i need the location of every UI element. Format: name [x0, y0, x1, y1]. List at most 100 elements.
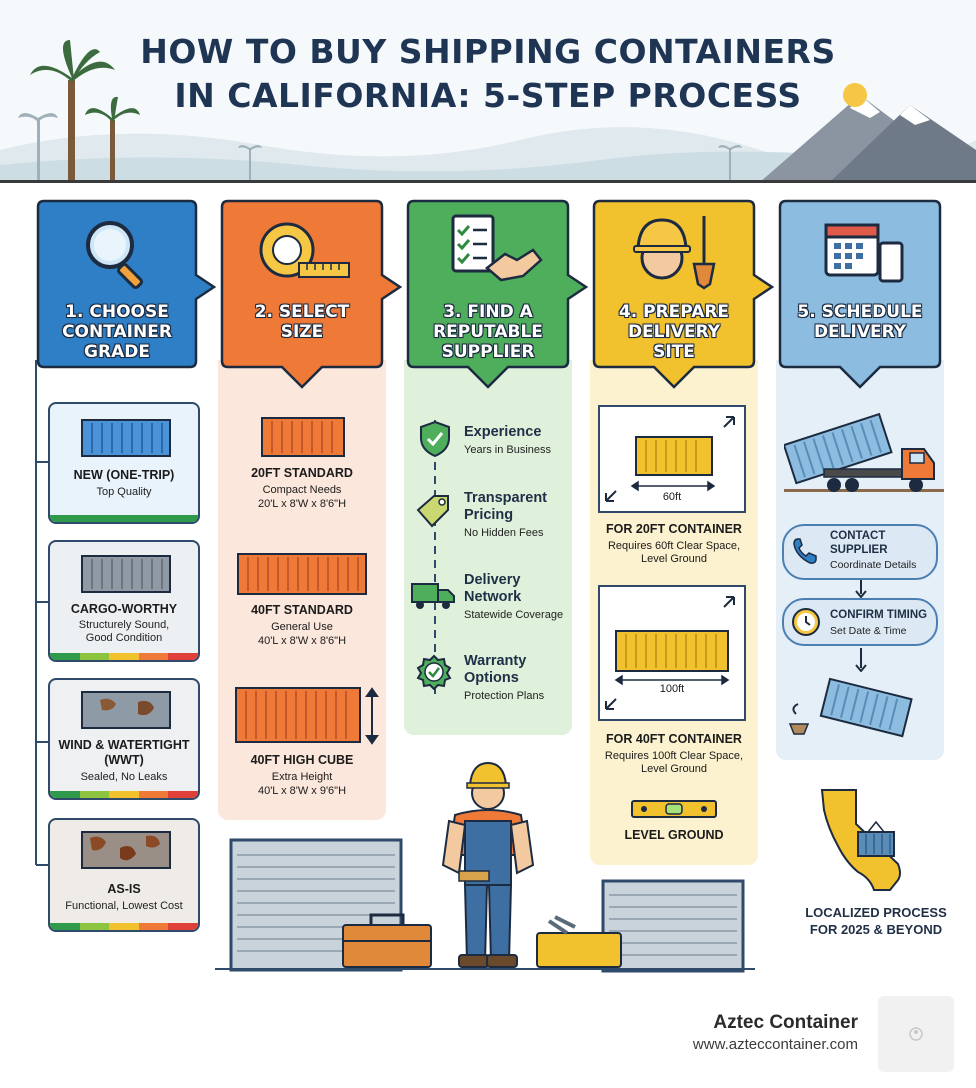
step-2-title: 2. SELECT SIZE — [222, 302, 382, 342]
background-scene — [0, 0, 976, 182]
step-4-title-line1: 4. PREPARE — [618, 302, 730, 322]
footer-brand: Aztec Container — [713, 1012, 858, 1033]
arrow-down-2 — [855, 648, 867, 672]
supplier-experience-desc: Years in Business — [464, 444, 552, 456]
site-40ft-label: FOR 40FT CONTAINER — [606, 732, 742, 746]
container-new-icon — [81, 419, 171, 457]
contact-supplier-desc: Coordinate Details — [830, 559, 917, 571]
container-as-is-icon — [81, 831, 171, 869]
clock-icon — [792, 608, 820, 636]
grade-card-new: NEW (ONE-TRIP) Top Quality — [48, 402, 200, 524]
step-1-title-line1: 1. CHOOSE — [65, 302, 169, 322]
supplier-experience-title: Experience — [464, 424, 542, 440]
site-20ft-label: FOR 20FT CONTAINER — [606, 522, 742, 536]
page-title-line2: IN CALIFORNIA: 5-STEP PROCESS — [174, 76, 802, 115]
spirit-level-icon — [631, 800, 717, 818]
localized-line2: FOR 2025 & BEYOND — [809, 922, 943, 937]
supplier-pricing-title1: Transparent — [464, 490, 547, 506]
grade-wwt-label2: (WWT) — [104, 753, 144, 767]
page-title-line1: HOW TO BUY SHIPPING CONTAINERS — [140, 32, 836, 71]
hardhat-shovel-icon — [633, 216, 716, 290]
shield-check-icon — [420, 420, 450, 458]
grade-cargo-worthy-desc2: Good Condition — [85, 632, 163, 644]
site-40ft-measure: 100ft — [659, 683, 685, 695]
supplier-warranty-title2: Options — [464, 670, 519, 686]
site-area-20ft — [598, 405, 746, 513]
logo-mark-icon — [909, 1027, 923, 1041]
step-1-title: 1. CHOOSE CONTAINER GRADE — [38, 302, 196, 362]
grade-cargo-worthy-label: CARGO-WORTHY — [70, 602, 178, 616]
step-1-title-line3: GRADE — [84, 342, 150, 362]
checklist-handshake-icon — [451, 214, 543, 282]
step-2-title-line1: 2. SELECT — [254, 302, 350, 322]
step-2-title-line2: SIZE — [280, 322, 324, 342]
size-40ft-dims: 40'L x 8'W x 8'6"H — [257, 635, 347, 647]
supplier-pricing-title2: Pricing — [464, 507, 514, 523]
truck-icon — [411, 583, 455, 609]
grade-card-wwt: WIND & WATERTIGHT (WWT) Sealed, No Leaks — [48, 678, 200, 800]
step-3-title-line2: REPUTABLE — [433, 322, 543, 342]
container-40ft-high-cube-icon — [235, 687, 379, 745]
size-20ft-desc: Compact Needs — [262, 484, 342, 496]
grade-tree-connector — [35, 360, 50, 866]
price-tag-icon — [416, 495, 449, 528]
grade-card-cargo-worthy: CARGO-WORTHY Structurely Sound, Good Con… — [48, 540, 200, 662]
supplier-pricing-desc: No Hidden Fees — [464, 527, 544, 539]
warehouse-scene — [215, 761, 755, 973]
step-4-title: 4. PREPARE DELIVERY SITE — [594, 302, 754, 362]
supplier-delivery-title1: Delivery — [464, 572, 521, 588]
grade-wwt-label: WIND & WATERTIGHT — [58, 738, 190, 752]
container-40ft-icon — [237, 553, 367, 595]
footer-url[interactable]: www.azteccontainer.com — [692, 1036, 858, 1053]
grade-new-label: NEW (ONE-TRIP) — [73, 468, 175, 482]
supplier-delivery-title2: Network — [464, 589, 522, 605]
container-wwt-icon — [81, 691, 171, 729]
size-20ft-label: 20FT STANDARD — [251, 466, 353, 480]
contact-supplier-pill — [782, 524, 938, 580]
step-3-title-line3: SUPPLIER — [441, 342, 535, 362]
grade-as-is-label: AS-IS — [107, 882, 141, 896]
supplier-connector — [434, 420, 436, 700]
step-1-title-line2: CONTAINER — [62, 322, 172, 342]
phone-icon — [793, 538, 817, 564]
supplier-warranty-desc: Protection Plans — [464, 690, 545, 702]
container-placed-icon — [788, 677, 913, 738]
grade-wwt-desc: Sealed, No Leaks — [80, 771, 168, 783]
supplier-warranty-title1: Warranty — [464, 653, 527, 669]
level-ground-label: LEVEL GROUND — [624, 828, 724, 842]
tape-measure-icon — [259, 222, 350, 278]
dump-truck-container-icon — [784, 412, 944, 492]
grade-new-bar — [50, 515, 198, 522]
container-cargo-worthy-icon — [81, 555, 171, 593]
site-20ft-measure: 60ft — [662, 491, 682, 503]
grade-cargo-worthy-bar — [50, 653, 198, 660]
calendar-phone-icon — [824, 223, 904, 283]
size-high-cube-label: 40FT HIGH CUBE — [250, 753, 354, 767]
grade-as-is-desc: Functional, Lowest Cost — [65, 900, 183, 912]
size-40ft-label: 40FT STANDARD — [251, 603, 353, 617]
contact-supplier-title1: CONTACT — [830, 530, 886, 542]
arrow-down-1 — [855, 580, 867, 598]
grade-wwt-bar — [50, 791, 198, 798]
grade-cargo-worthy-desc1: Structurely Sound, — [78, 619, 170, 631]
container-20ft-icon — [261, 417, 345, 457]
grade-new-desc: Top Quality — [96, 486, 152, 498]
site-40ft-desc1: Requires 100ft Clear Space, — [604, 750, 744, 762]
badge-check-icon — [416, 654, 452, 690]
step-5-title-line1: 5. SCHEDULE — [797, 302, 923, 322]
site-40ft-desc2: Level Ground — [640, 763, 708, 775]
step-3-title-line1: 3. FIND A — [443, 302, 533, 322]
footer-bar — [0, 982, 976, 1088]
localized-line1: LOCALIZED PROCESS — [805, 905, 947, 920]
step-4-title-line3: SITE — [653, 342, 695, 362]
supplier-delivery-desc: Statewide Coverage — [464, 609, 564, 621]
confirm-timing-desc: Set Date & Time — [830, 625, 907, 637]
size-40ft-desc: General Use — [271, 621, 333, 633]
contact-supplier-title2: SUPPLIER — [830, 544, 888, 556]
grade-as-is-bar — [50, 923, 198, 930]
size-high-cube-desc: Extra Height — [271, 771, 333, 783]
page-title: HOW TO BUY SHIPPING CONTAINERS IN CALIFO… — [0, 30, 976, 118]
step-3-title: 3. FIND A REPUTABLE SUPPLIER — [408, 302, 568, 362]
step-5-title-line2: DELIVERY — [813, 322, 907, 342]
magnifier-icon — [86, 221, 143, 289]
